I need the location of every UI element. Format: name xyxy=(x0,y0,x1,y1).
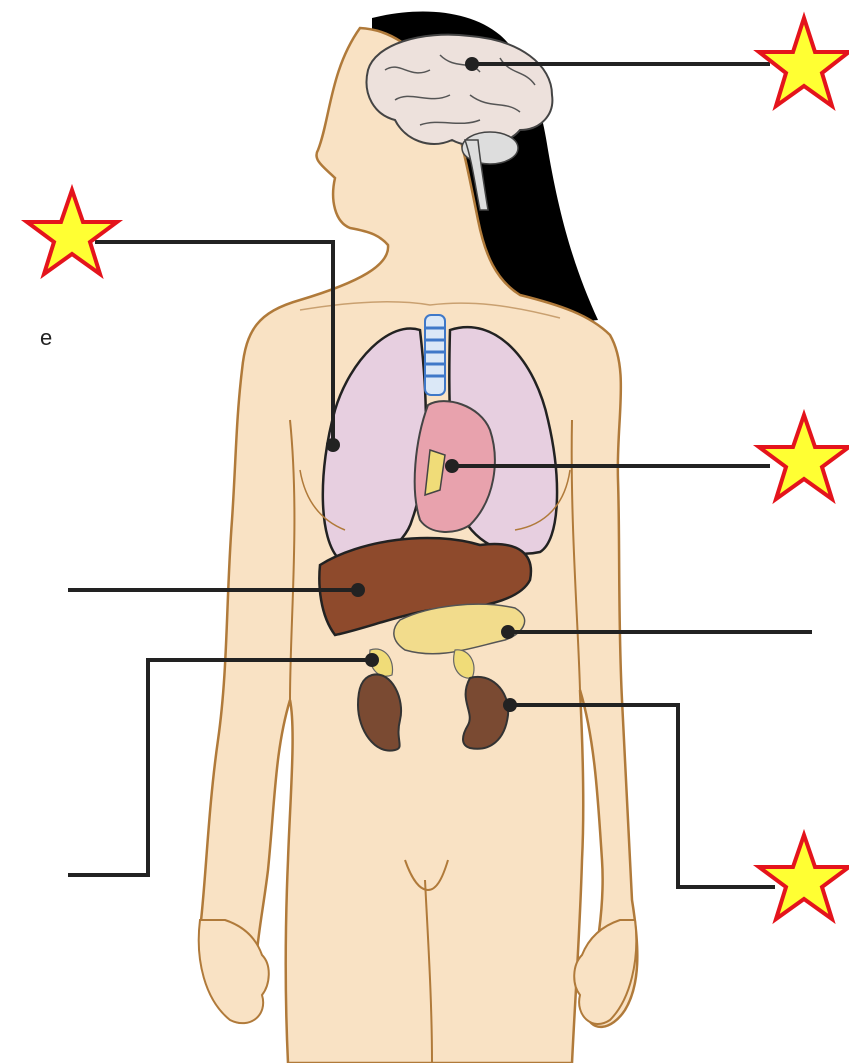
dot-lungs xyxy=(326,438,340,452)
dot-kidney xyxy=(503,698,517,712)
trachea xyxy=(425,315,445,395)
dot-heart xyxy=(445,459,459,473)
star-kidney[interactable] xyxy=(759,835,849,919)
dot-pancreas xyxy=(501,625,515,639)
star-lungs[interactable] xyxy=(27,190,117,274)
dot-adrenal xyxy=(365,653,379,667)
star-heart[interactable] xyxy=(759,415,849,499)
star-brain[interactable] xyxy=(759,18,849,106)
dot-brain xyxy=(465,57,479,71)
dot-liver xyxy=(351,583,365,597)
stray-letter: e xyxy=(40,325,52,351)
